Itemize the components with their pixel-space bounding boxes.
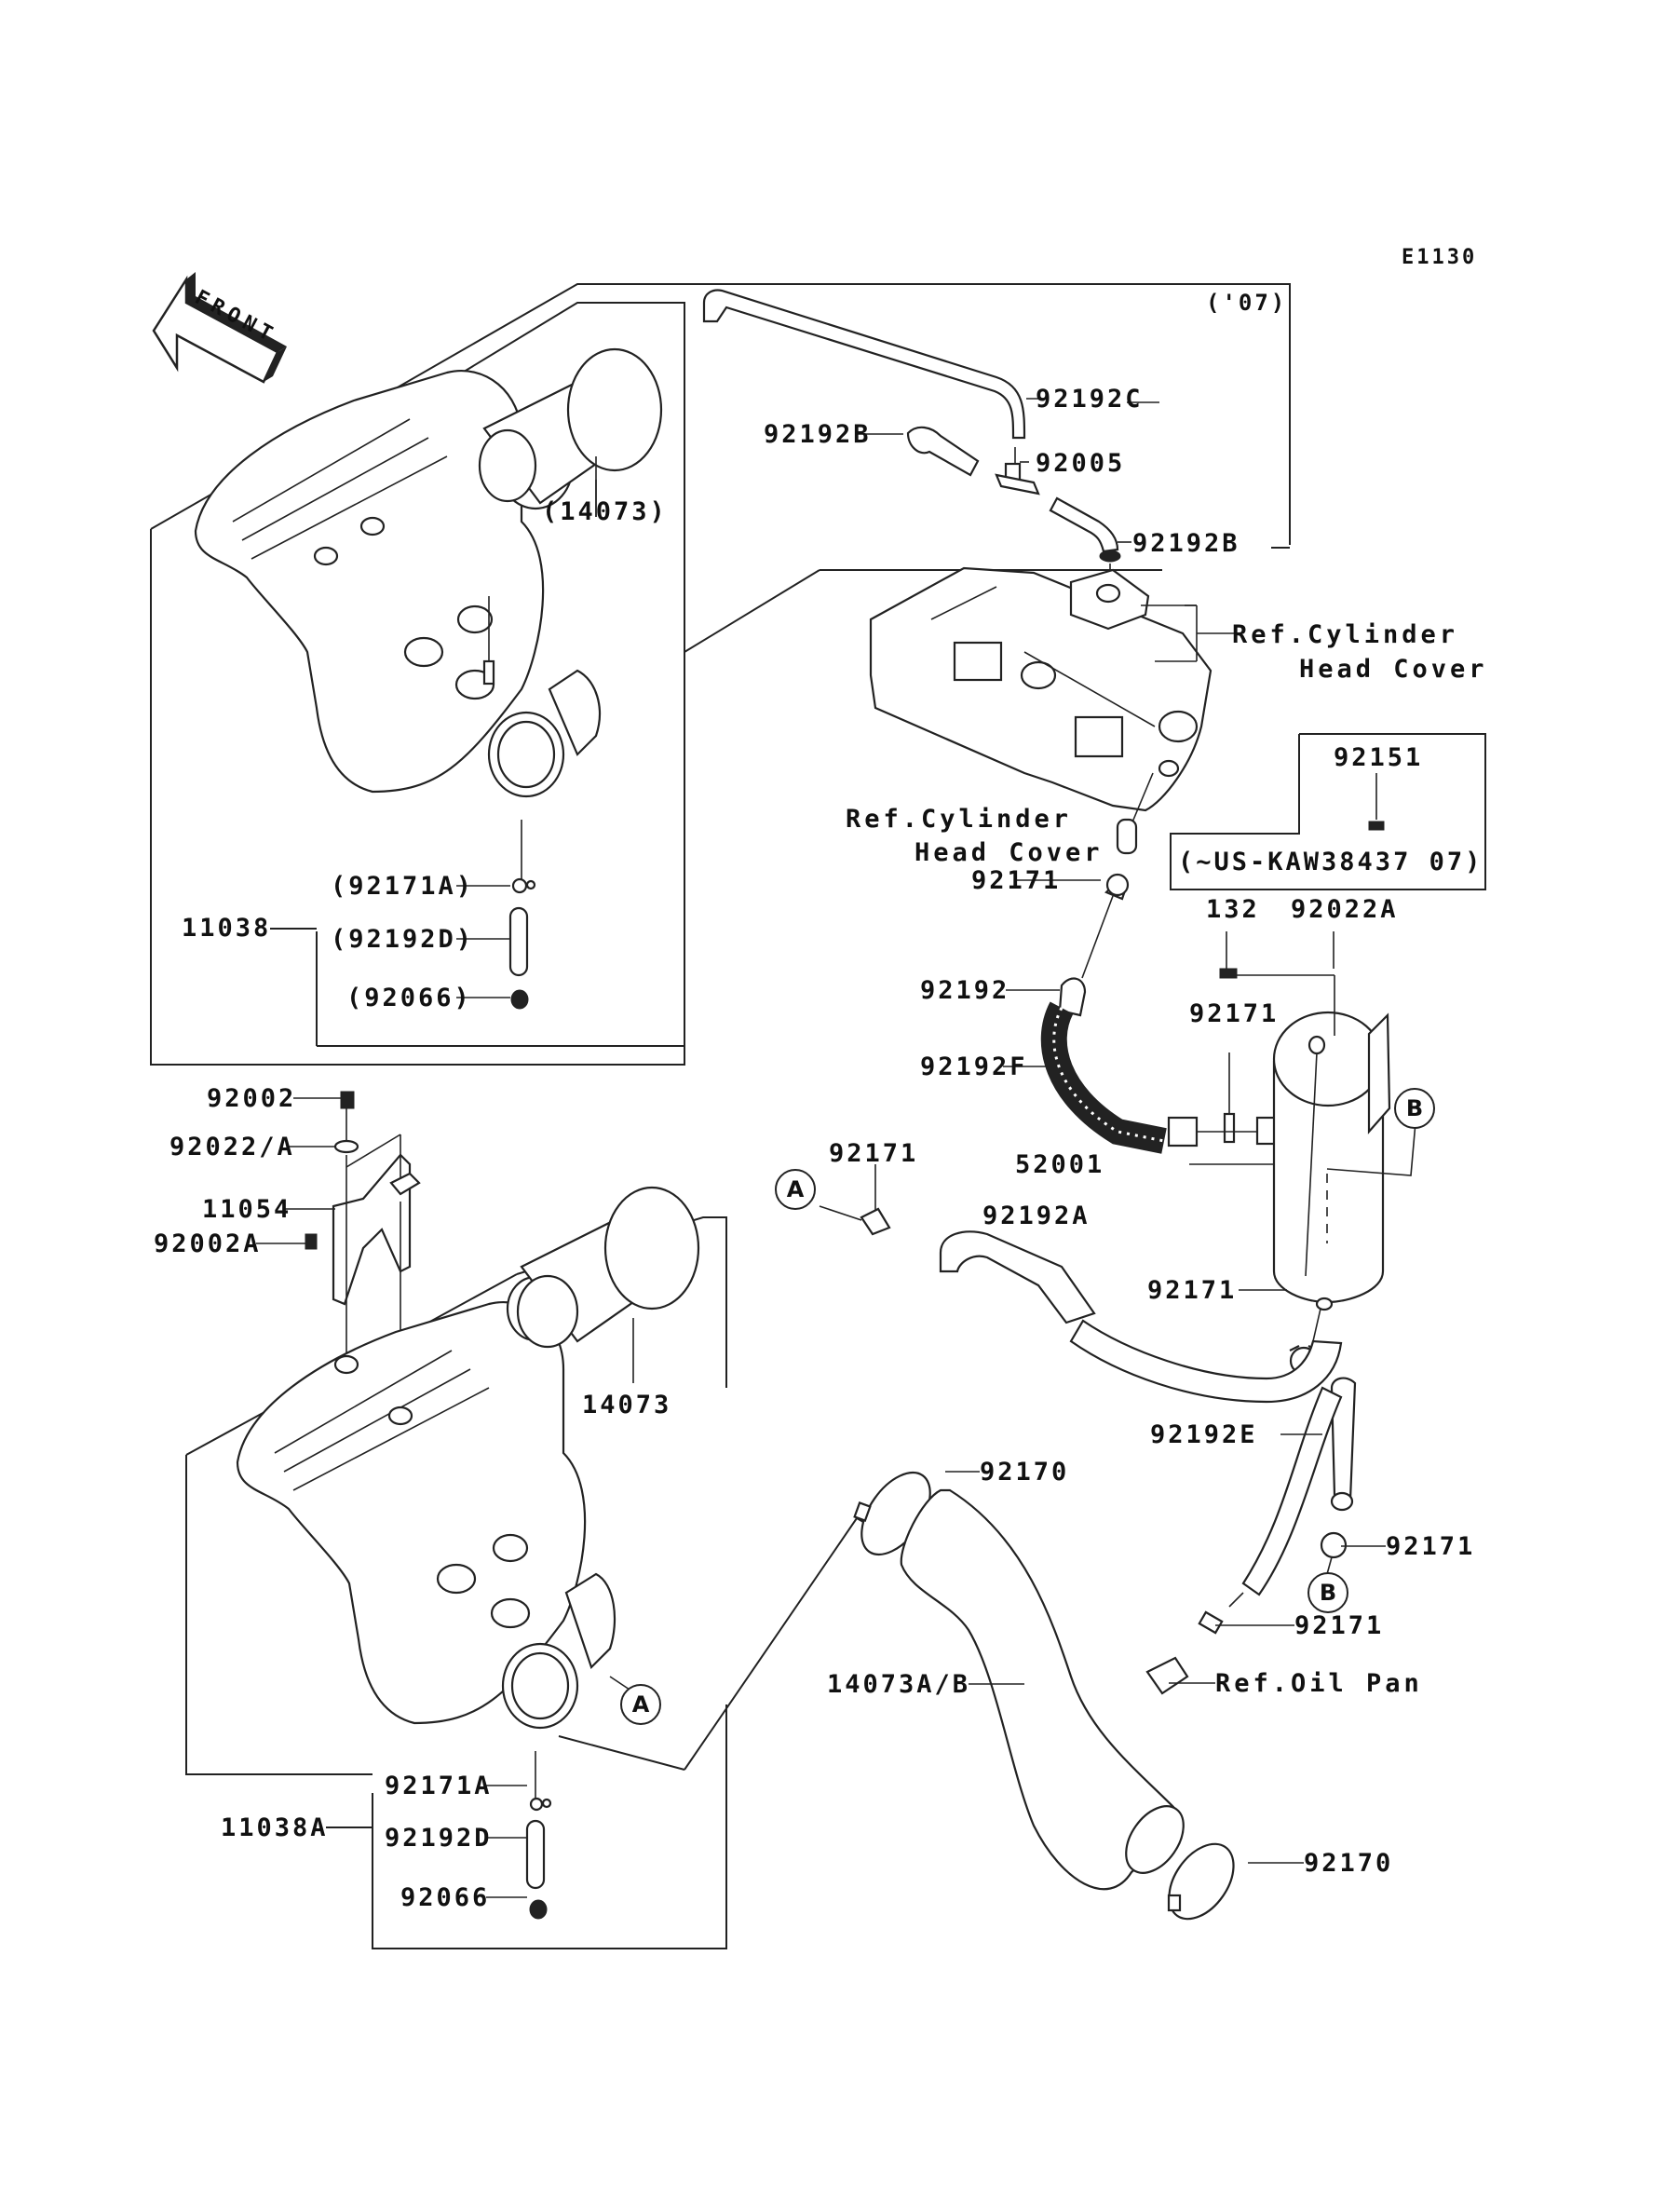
ref-cylinder-head-cover-upper-line2: Head Cover	[1299, 655, 1488, 684]
hose-92192A	[819, 1164, 1343, 1404]
label-92170-upper[interactable]: 92170	[980, 1458, 1070, 1487]
label-14073A-B[interactable]: 14073A/B	[827, 1670, 971, 1699]
front-arrow-icon	[152, 272, 287, 384]
ref-cylinder-head-cover-lower-line1: Ref.Cylinder	[846, 805, 1073, 834]
label-92171-tank[interactable]: 92171	[1147, 1276, 1238, 1305]
label-14073-paren[interactable]: (14073)	[542, 497, 668, 526]
label-11038A[interactable]: 11038A	[221, 1813, 329, 1842]
label-11038[interactable]: 11038	[182, 914, 272, 943]
label-92171A-paren[interactable]: (92171A)	[331, 872, 475, 901]
label-92192B-upper[interactable]: 92192B	[764, 420, 872, 449]
callout-a-lower[interactable]: A	[620, 1684, 661, 1725]
label-92192C[interactable]: 92192C	[1036, 385, 1144, 414]
label-92066-paren[interactable]: (92066)	[346, 984, 472, 1012]
label-92170-lower[interactable]: 92170	[1304, 1849, 1394, 1878]
label-92192F[interactable]: 92192F	[920, 1052, 1028, 1081]
callout-a-upper[interactable]: A	[775, 1169, 816, 1210]
label-92171-oil[interactable]: 92171	[1294, 1611, 1385, 1640]
ref-cylinder-head-cover-lower-line2: Head Cover	[915, 838, 1104, 867]
label-92192B-lower[interactable]: 92192B	[1132, 529, 1240, 558]
ref-oil-pan: Ref.Oil Pan	[1215, 1669, 1423, 1698]
serial-note: (~US-KAW38437 07)	[1178, 848, 1484, 876]
leader-lines	[256, 398, 1386, 1898]
hose-92192E	[1145, 1377, 1357, 1695]
catch-tank-hoses	[1040, 873, 1278, 1154]
label-92171A[interactable]: 92171A	[385, 1772, 493, 1800]
label-92171-b[interactable]: 92171	[1386, 1532, 1476, 1561]
label-14073[interactable]: 14073	[582, 1391, 672, 1419]
year-note: ('07)	[1206, 290, 1288, 316]
cylinder-head-cover	[869, 566, 1234, 855]
label-92192D-paren[interactable]: (92192D)	[331, 925, 475, 954]
callout-b-upper[interactable]: B	[1394, 1088, 1435, 1129]
label-92022-A[interactable]: 92022/A	[169, 1133, 295, 1161]
label-92151[interactable]: 92151	[1334, 743, 1424, 772]
upper-airbox	[194, 347, 663, 798]
breather-hoses	[702, 289, 1159, 589]
label-92192D[interactable]: 92192D	[385, 1824, 493, 1853]
label-92192[interactable]: 92192	[920, 976, 1010, 1005]
label-92192A[interactable]: 92192A	[982, 1202, 1091, 1230]
label-92066[interactable]: 92066	[400, 1883, 491, 1912]
label-11054[interactable]: 11054	[202, 1195, 292, 1224]
label-92002[interactable]: 92002	[207, 1084, 297, 1113]
intake-duct	[853, 1471, 1304, 1921]
label-92005[interactable]: 92005	[1036, 449, 1126, 478]
label-92002A[interactable]: 92002A	[154, 1229, 262, 1258]
label-132[interactable]: 132	[1206, 895, 1260, 924]
catch-tank	[1219, 931, 1416, 1376]
label-92171-mid[interactable]: 92171	[1189, 999, 1280, 1028]
label-92192E[interactable]: 92192E	[1150, 1420, 1258, 1449]
label-92171-hose[interactable]: 92171	[971, 866, 1062, 895]
label-92171-a[interactable]: 92171	[829, 1139, 919, 1168]
ref-cylinder-head-cover-upper-line1: Ref.Cylinder	[1232, 620, 1459, 649]
lower-airbox	[236, 1186, 700, 1920]
callout-b-lower[interactable]: B	[1307, 1572, 1348, 1613]
label-92022A[interactable]: 92022A	[1291, 895, 1399, 924]
diagram-code: E1130	[1402, 246, 1478, 269]
serial-note-box	[1170, 733, 1486, 890]
upper-intake-small-parts	[508, 820, 536, 1010]
label-52001[interactable]: 52001	[1015, 1150, 1105, 1179]
